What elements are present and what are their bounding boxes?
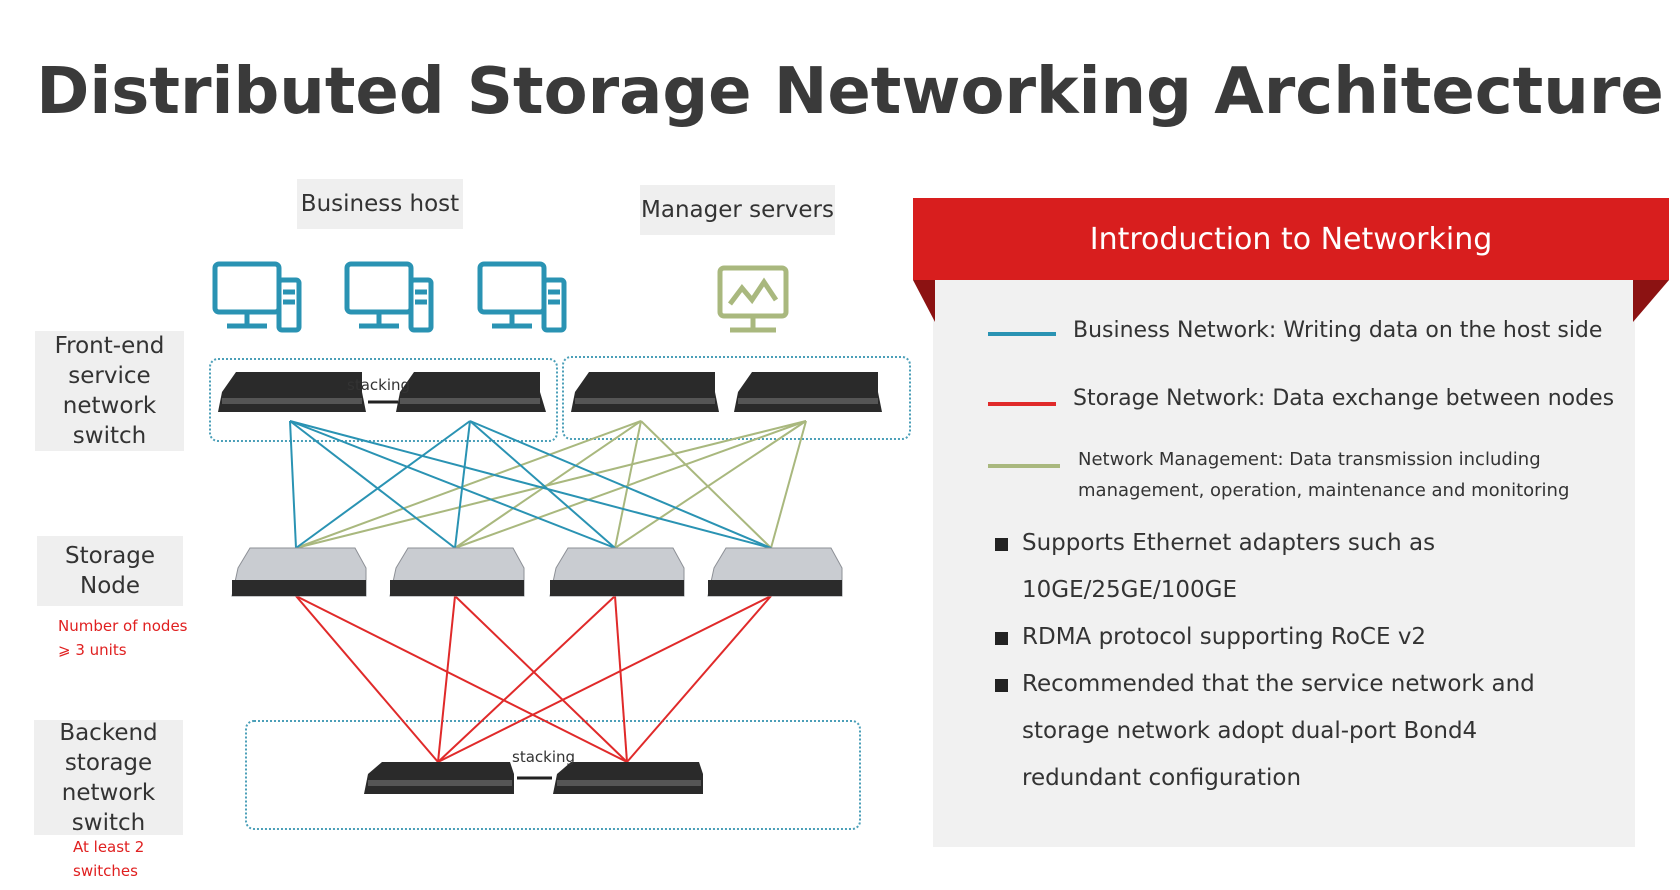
management-network-link xyxy=(295,420,642,549)
business-network-link xyxy=(295,420,471,549)
banner-fold-left xyxy=(913,280,935,322)
storage-network-legend-line xyxy=(988,402,1056,406)
networking-intro-panel xyxy=(933,270,1635,847)
desktop-computer-icon xyxy=(212,261,302,333)
desktop-computer-icon xyxy=(477,261,567,333)
storage-network-link xyxy=(454,595,628,763)
front-end-business-switch-group xyxy=(209,358,558,442)
storage-node-server xyxy=(231,547,367,597)
front-end-switch-label: Front-end service network switch xyxy=(35,331,184,451)
networking-intro-heading: Introduction to Networking xyxy=(913,198,1669,280)
management-network-link xyxy=(770,420,807,549)
business-network-link xyxy=(469,420,772,549)
node-count-note: Number of nodes ⩾ 3 units xyxy=(58,617,188,659)
storage-node-label: Storage Node xyxy=(37,536,183,606)
backend-switch-group xyxy=(245,720,861,830)
business-network-link xyxy=(469,420,616,549)
management-network-link xyxy=(295,420,807,549)
front-end-switch xyxy=(734,372,882,412)
bullet-rdma-protocol: RDMA protocol supporting RoCE v2 xyxy=(1022,624,1427,650)
storage-network-link xyxy=(295,595,628,763)
stacking-label-top: stacking xyxy=(347,376,411,394)
business-network-link xyxy=(454,420,471,549)
management-network-link xyxy=(614,420,807,549)
bullet-marker xyxy=(995,679,1008,692)
storage-node-server xyxy=(389,547,525,597)
management-network-link xyxy=(640,420,772,549)
bullet-marker xyxy=(995,538,1008,551)
business-host-label: Business host xyxy=(297,179,463,229)
backend-switch xyxy=(364,762,514,794)
front-end-switch xyxy=(571,372,719,412)
storage-network-link xyxy=(626,595,772,763)
storage-network-link xyxy=(614,595,628,763)
management-network-legend-line xyxy=(988,464,1060,468)
business-network-link xyxy=(289,420,616,549)
banner-fold-right xyxy=(1633,280,1669,322)
storage-network-link xyxy=(437,595,772,763)
storage-network-link xyxy=(437,595,456,763)
bullet-ethernet-adapters: Supports Ethernet adapters such as 10GE/… xyxy=(1022,530,1436,603)
stacking-label-bottom: stacking xyxy=(512,748,576,766)
storage-network-legend-text: Storage Network: Data exchange between n… xyxy=(1073,386,1615,411)
backend-switch xyxy=(553,762,703,794)
storage-node-server xyxy=(707,547,843,597)
business-network-link xyxy=(289,420,772,549)
front-end-switch xyxy=(218,372,366,412)
business-network-link xyxy=(289,420,297,549)
business-network-legend-line xyxy=(988,332,1056,336)
manager-servers-label: Manager servers xyxy=(640,185,835,235)
business-network-legend-text: Business Network: Writing data on the ho… xyxy=(1073,318,1603,343)
management-network-link xyxy=(454,420,807,549)
storage-network-link xyxy=(295,595,439,763)
business-network-link xyxy=(289,420,456,549)
monitoring-display-icon xyxy=(717,265,789,333)
storage-network-link xyxy=(437,595,616,763)
storage-node-server xyxy=(549,547,685,597)
switch-count-note: At least 2 switches xyxy=(73,838,145,880)
front-end-switch xyxy=(396,372,546,412)
management-network-legend-text: Network Management: Data transmission in… xyxy=(1078,449,1570,501)
page-title: Distributed Storage Networking Architect… xyxy=(36,55,1664,129)
backend-switch-label: Backend storage network switch xyxy=(34,720,183,836)
desktop-computer-icon xyxy=(344,261,434,333)
bullet-dual-port-bond4: Recommended that the service network and… xyxy=(1022,671,1535,791)
bullet-marker xyxy=(995,632,1008,645)
